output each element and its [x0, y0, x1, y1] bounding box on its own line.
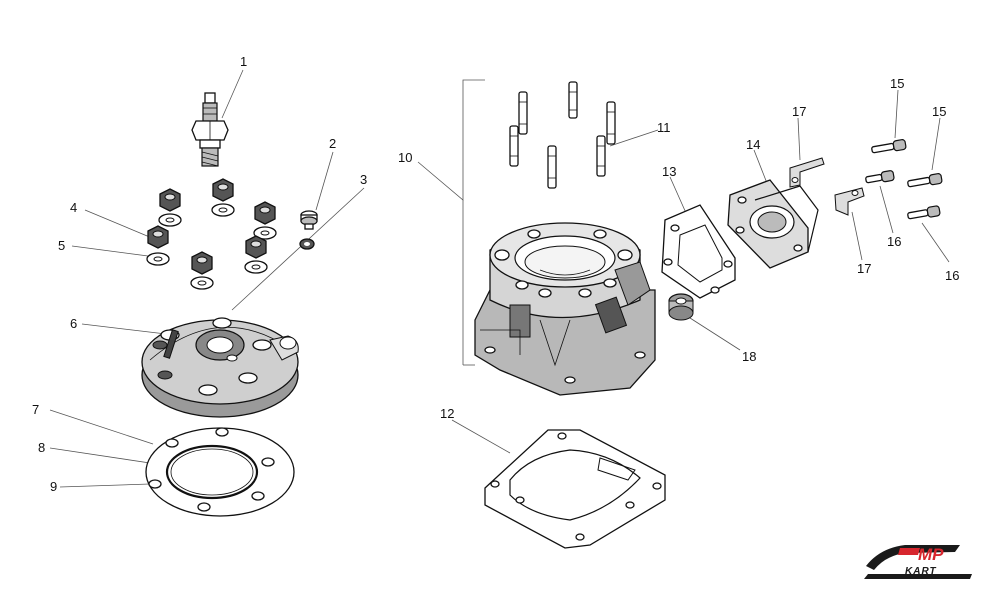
callout-15a: 15	[890, 76, 904, 91]
leader-lines	[49, 69, 950, 488]
spark-plug	[191, 92, 229, 167]
callout-13: 13	[662, 164, 676, 179]
cylinder-head	[141, 317, 299, 418]
callout-10: 10	[398, 150, 412, 165]
callout-18: 18	[742, 349, 756, 364]
callout-14: 14	[746, 137, 760, 152]
callout-12: 12	[440, 406, 454, 421]
logo-word: KART	[905, 566, 937, 577]
mp-kart-logo: MP KART	[864, 545, 972, 579]
callout-8: 8	[38, 440, 45, 455]
exhaust-gasket	[661, 204, 736, 299]
callout-17a: 17	[792, 104, 806, 119]
exhaust-brackets	[789, 157, 865, 216]
cylinder	[474, 222, 656, 396]
callout-numbers: 1 2 3 4 5 6 7 8 9 10 11 12 13 14 15 15 1…	[32, 54, 959, 494]
callout-15b: 15	[932, 104, 946, 119]
bleed-screw	[300, 210, 318, 230]
base-gasket	[484, 429, 666, 549]
copper-washer	[299, 238, 315, 250]
callout-4: 4	[70, 200, 77, 215]
callout-7: 7	[32, 402, 39, 417]
callout-9: 9	[50, 479, 57, 494]
exhaust-flange	[727, 179, 819, 269]
callout-6: 6	[70, 316, 77, 331]
callout-1: 1	[240, 54, 247, 69]
head-o-ring	[165, 444, 259, 500]
head-gasket	[145, 427, 295, 517]
callout-2: 2	[329, 136, 336, 151]
callout-16a: 16	[887, 234, 901, 249]
cylinder-studs	[509, 81, 616, 189]
exhaust-bushing	[668, 293, 694, 321]
callout-3: 3	[360, 172, 367, 187]
callout-5: 5	[58, 238, 65, 253]
callout-11: 11	[657, 120, 671, 135]
flange-bolts	[865, 139, 943, 220]
head-nuts-and-washers	[146, 178, 277, 290]
callout-17b: 17	[857, 261, 871, 276]
logo-mark: MP	[918, 545, 944, 564]
callout-16b: 16	[945, 268, 959, 283]
